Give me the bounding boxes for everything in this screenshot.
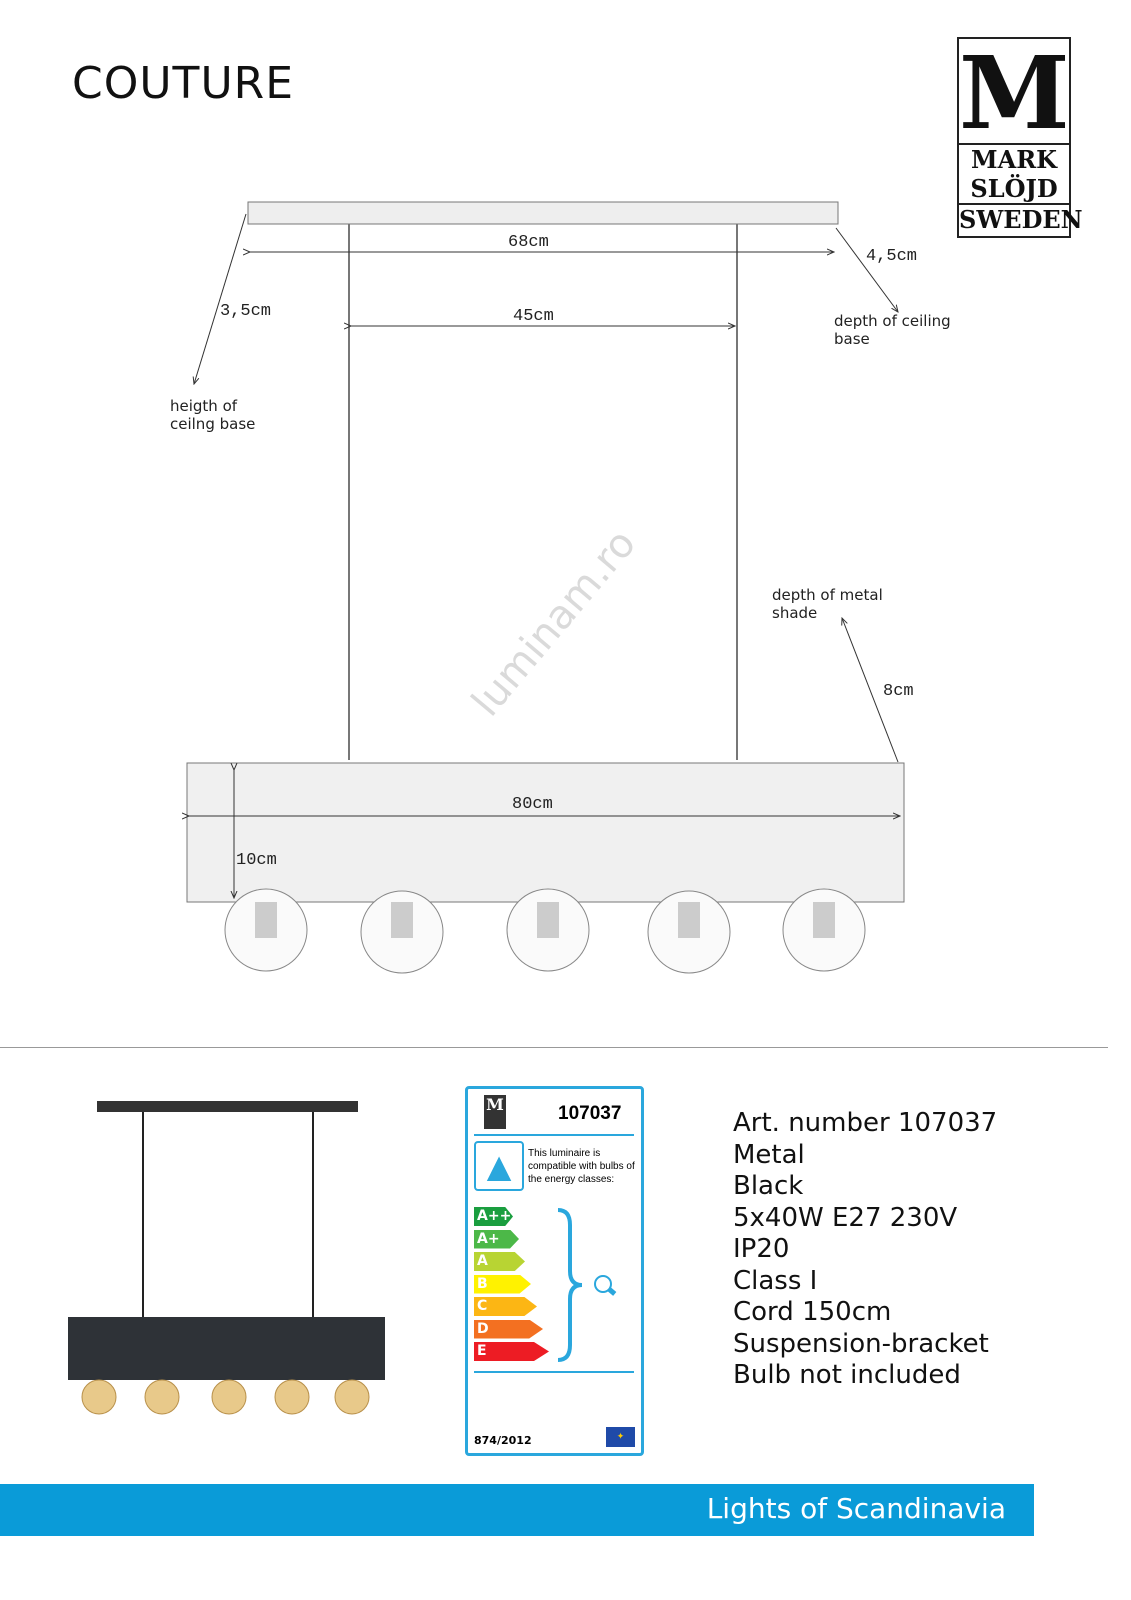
energy-class-Aplusplus: A++ <box>474 1207 513 1226</box>
spec-mount: Suspension-bracket <box>733 1328 989 1359</box>
spec-article: Art. number 107037 <box>733 1108 998 1138</box>
logo-line2: SLÖJD <box>970 174 1058 203</box>
bulb-icon <box>594 1275 617 1296</box>
dim-ceiling-width: 68cm <box>508 233 549 252</box>
dim-ceiling-height: 3,5cm <box>220 302 272 321</box>
product-photo <box>68 1101 385 1415</box>
label-logo: M <box>484 1095 506 1129</box>
eu-flag-icon: ✦ <box>606 1427 635 1447</box>
bulbs <box>224 888 866 974</box>
energy-class-A: A <box>474 1252 525 1271</box>
energy-class-B: B <box>474 1274 531 1294</box>
logo-letter: M <box>959 34 1070 152</box>
footer-banner: Lights of Scandinavia <box>0 1484 1034 1536</box>
dim-ceiling-depth: 4,5cm <box>866 247 918 266</box>
footer-tagline: Lights of Scandinavia <box>706 1492 1006 1525</box>
technical-drawing <box>0 201 905 974</box>
brace-icon <box>557 1208 583 1362</box>
logo-line1: MARK <box>959 143 1069 174</box>
brand-logo: M MARK SLÖJD SWEDEN <box>957 34 1083 238</box>
dim-shade-height: 10cm <box>236 851 277 870</box>
spec-bulb: Bulb not included <box>733 1360 961 1390</box>
energy-class-C: C <box>474 1297 537 1316</box>
ceiling-base <box>247 201 839 225</box>
note-ceiling-depth: depth of ceiling base <box>834 312 951 348</box>
label-article: 107037 <box>558 1103 622 1124</box>
label-text: This luminaire is compatible with bulbs … <box>528 1148 635 1185</box>
divider <box>0 1047 1108 1048</box>
spec-ip: IP20 <box>733 1234 790 1264</box>
spec-class: Class I <box>733 1265 818 1296</box>
regulation: 874/2012 <box>474 1434 532 1447</box>
spec-color: Black <box>733 1171 804 1201</box>
note-shade-depth: depth of metal shade <box>772 586 883 622</box>
spec-list: Art. number 107037 Metal Black 5x40W E27… <box>733 1108 997 1392</box>
dim-wire-spacing: 45cm <box>513 307 554 326</box>
spec-material: Metal <box>733 1139 805 1170</box>
metal-shade <box>186 762 905 903</box>
energy-label: M 107037 ▲ This luminaire is compatible … <box>465 1086 644 1456</box>
dim-shade-width: 80cm <box>512 795 553 814</box>
product-title: COUTURE <box>72 58 295 109</box>
energy-class-E: E <box>474 1342 549 1361</box>
energy-class-D: D <box>474 1319 543 1339</box>
logo-line3: SWEDEN <box>959 203 1083 234</box>
dim-shade-depth: 8cm <box>883 682 914 701</box>
lamp-icon: ▲ <box>474 1141 524 1191</box>
spec-cord: Cord 150cm <box>733 1297 892 1327</box>
note-ceiling-height: heigth of ceilng base <box>170 397 256 433</box>
energy-class-Aplus: A+ <box>474 1229 519 1249</box>
spec-power: 5x40W E27 230V <box>733 1202 958 1233</box>
